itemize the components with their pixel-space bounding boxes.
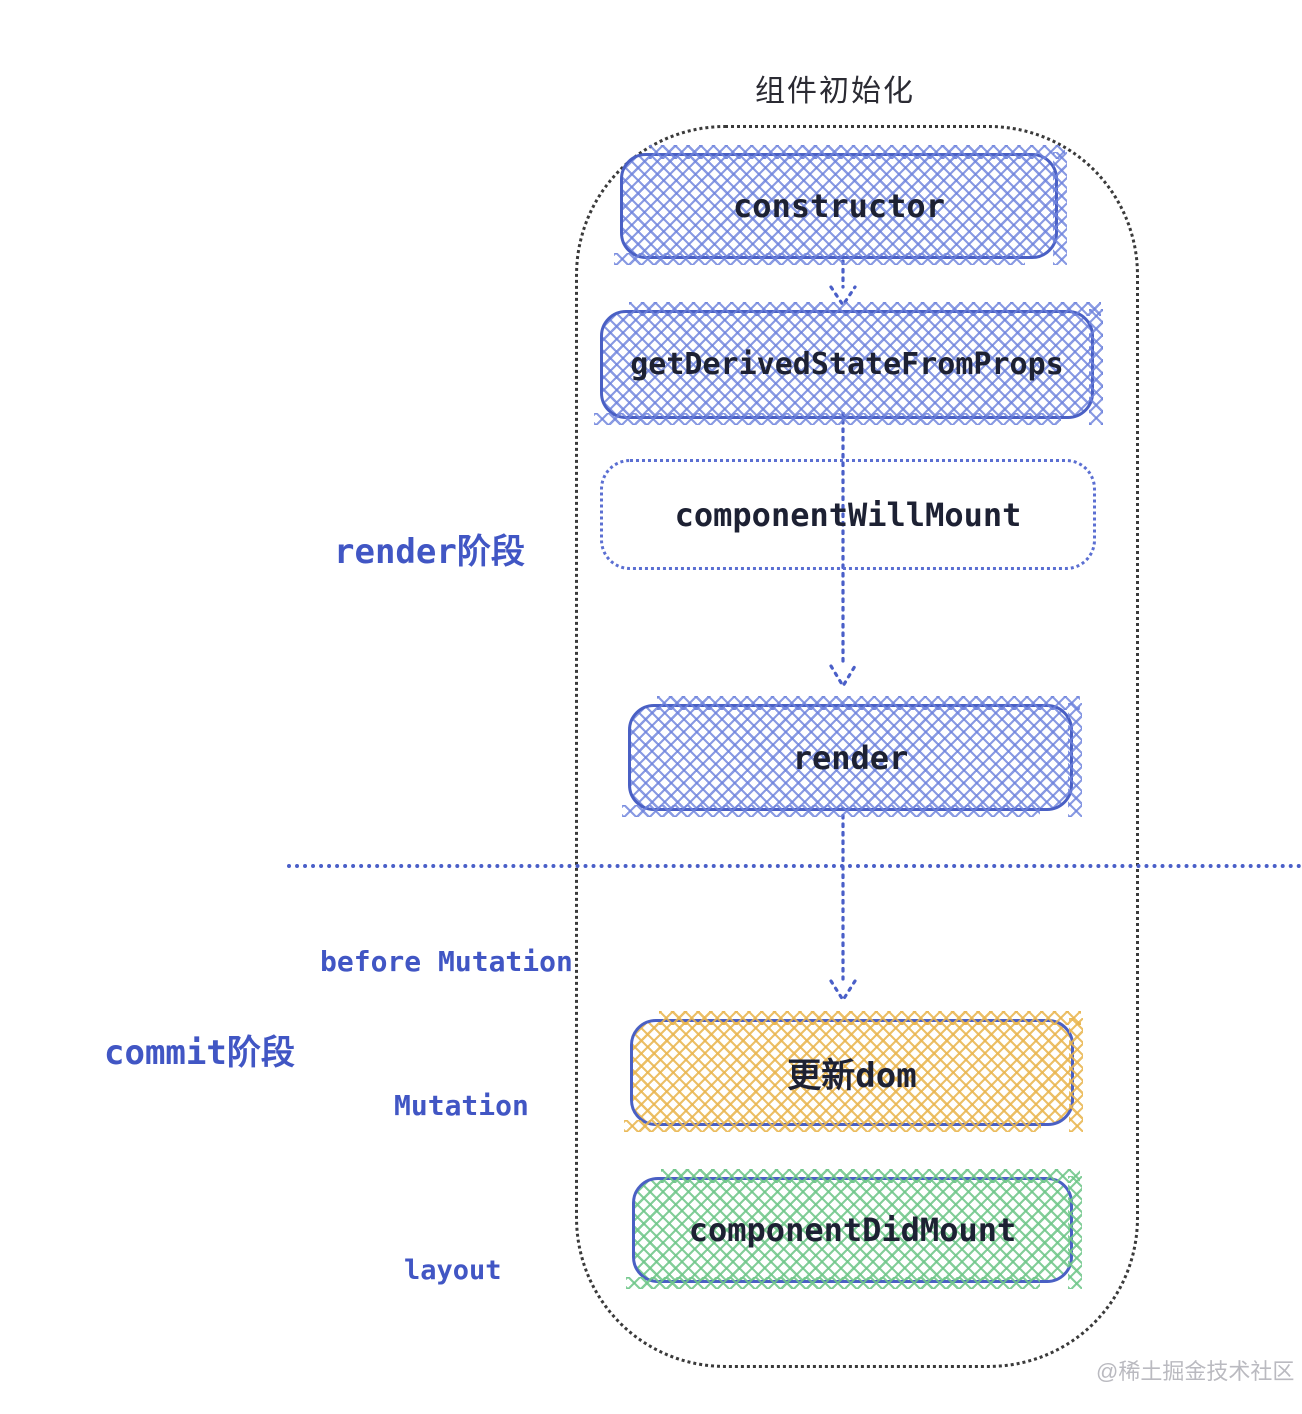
node-get-derived-state-from-props: getDerivedStateFromProps xyxy=(594,302,1103,425)
label-before-mutation: before Mutation xyxy=(320,945,573,978)
arrow-render-to-update-dom-icon xyxy=(822,805,864,1011)
label-render-phase: render阶段 xyxy=(334,532,525,572)
label-layout: layout xyxy=(404,1255,502,1286)
node-update-dom-label: 更新dom xyxy=(787,1056,917,1096)
node-component-will-mount: componentWillMount xyxy=(600,459,1096,570)
arrow-constructor-to-gdsfp-icon xyxy=(822,259,864,317)
diagram-title: 组件初始化 xyxy=(755,75,915,108)
node-render: render xyxy=(622,696,1082,817)
render-commit-separator-line xyxy=(287,864,1302,868)
node-component-will-mount-label: componentWillMount xyxy=(674,495,1022,534)
node-update-dom: 更新dom xyxy=(624,1011,1083,1132)
lifecycle-dotted-container xyxy=(575,125,1139,1368)
node-get-derived-state-from-props-label: getDerivedStateFromProps xyxy=(630,347,1064,382)
watermark: @稀土掘金技术社区 xyxy=(1096,1359,1295,1384)
node-constructor: constructor xyxy=(614,145,1067,265)
node-component-did-mount: componentDidMount xyxy=(626,1169,1082,1289)
label-commit-phase: commit阶段 xyxy=(104,1033,295,1073)
node-component-did-mount-label: componentDidMount xyxy=(688,1211,1017,1249)
node-constructor-label: constructor xyxy=(733,187,945,225)
label-mutation: Mutation xyxy=(394,1089,529,1122)
arrow-gdsfp-to-render-icon xyxy=(822,410,864,700)
node-render-label: render xyxy=(792,738,909,777)
